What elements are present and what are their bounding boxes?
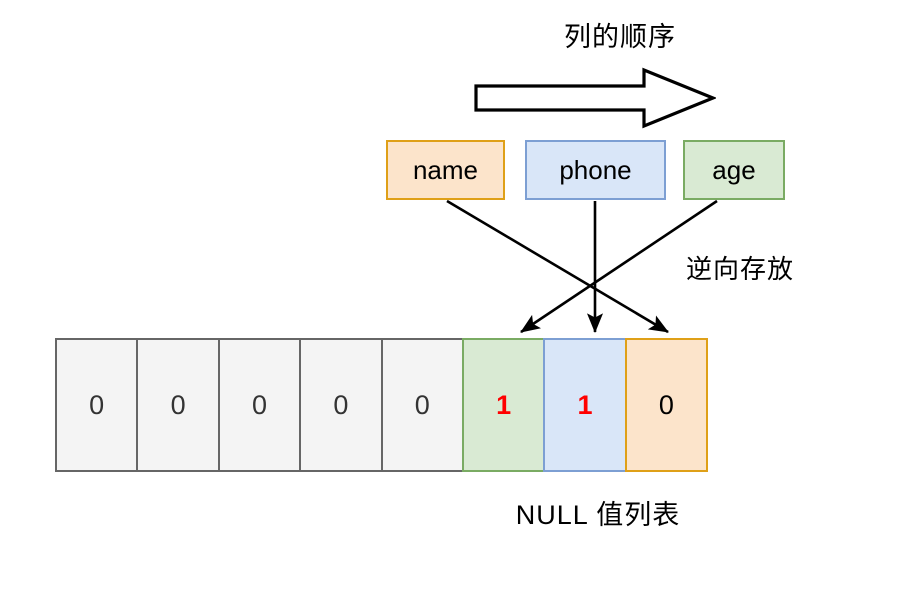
null-bitmap-cell[interactable]: 0	[380, 338, 464, 472]
column-box-age-label: age	[712, 154, 756, 185]
null-bitmap-cell-value: 0	[658, 389, 674, 420]
null-bitmap-cell-value: 0	[170, 389, 186, 420]
null-bitmap-cell-value: 0	[251, 389, 267, 420]
null-bitmap-cell-value: 0	[333, 389, 349, 420]
null-bitmap-cell[interactable]: 0	[55, 338, 139, 472]
null-bitmap-cell[interactable]: 0	[299, 338, 383, 472]
column-box-name[interactable]: name	[386, 140, 505, 200]
null-bitmap-cell-value: 1	[577, 389, 593, 420]
null-bitmap-cell-value: 1	[496, 389, 512, 420]
column-box-phone-label: phone	[559, 154, 632, 185]
null-bitmap-cell-value: 0	[414, 389, 430, 420]
block-right-arrow-icon	[474, 67, 716, 129]
null-value-list-caption: NULL 值列表	[515, 500, 681, 530]
null-bitmap-cell-age[interactable]: 1	[461, 338, 546, 472]
column-box-age[interactable]: age	[683, 140, 785, 200]
column-order-label: 列的顺序	[564, 22, 676, 52]
column-box-phone[interactable]: phone	[525, 140, 666, 200]
null-bitmap-cell-value: 0	[89, 389, 105, 420]
column-box-name-label: name	[412, 154, 479, 185]
arrow-name-to-orange-cell	[446, 199, 669, 334]
null-bitmap-cell-phone[interactable]: 1	[543, 338, 627, 472]
null-bitmap-cell-name[interactable]: 0	[624, 338, 709, 472]
null-bitmap-cell[interactable]: 0	[136, 338, 220, 472]
null-bitmap-row: 0 0 0 0 0 1 1 0	[55, 338, 709, 472]
reverse-storage-label: 逆向存放	[686, 254, 795, 284]
null-bitmap-cell[interactable]: 0	[217, 338, 302, 472]
